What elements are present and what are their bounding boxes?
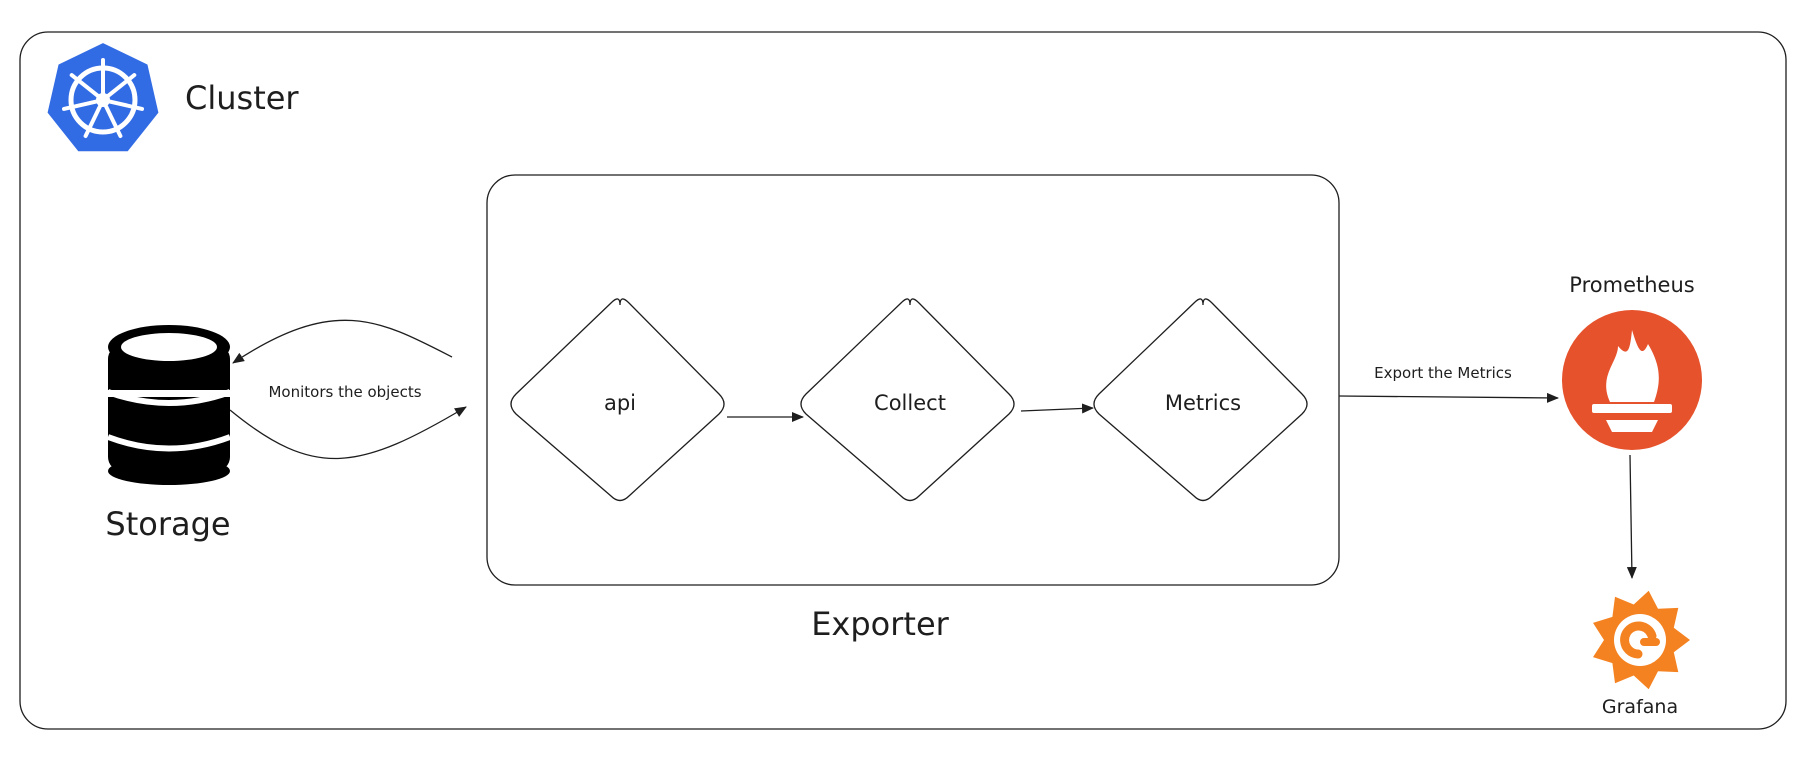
collect-to-metrics-arrow [1020, 403, 1094, 414]
cluster-label: Cluster [185, 79, 299, 117]
grafana-icon [1593, 590, 1690, 690]
export-arrow [1338, 392, 1559, 403]
database-icon [106, 325, 232, 485]
prometheus-to-grafana-arrow [1626, 454, 1637, 579]
step-api-label: api [604, 391, 636, 415]
storage-label: Storage [105, 505, 230, 543]
k8s-wheel-spoke [69, 73, 100, 98]
export-edge-label: Export the Metrics [1374, 364, 1512, 382]
exporter-boundary [486, 174, 1340, 586]
k8s-wheel-spoke [107, 99, 144, 111]
grafana-label: Grafana [1602, 696, 1678, 718]
prometheus-flame-icon [1562, 310, 1702, 450]
kubernetes-icon [45, 40, 161, 154]
prometheus-label: Prometheus [1569, 273, 1694, 297]
step-metrics-label: Metrics [1165, 391, 1241, 415]
k8s-wheel-spoke [106, 73, 137, 98]
monitor-arrow-forward [229, 406, 467, 460]
k8s-wheel-spoke [83, 104, 102, 138]
step-collect-label: Collect [874, 391, 946, 415]
k8s-wheel-spoke [104, 104, 123, 138]
monitor-edge-label: Monitors the objects [268, 383, 421, 401]
exporter-step-collect: Collect [800, 298, 1015, 502]
exporter-step-api: api [510, 298, 725, 502]
exporter-step-metrics: Metrics [1093, 298, 1308, 502]
cluster-boundary [19, 31, 1787, 730]
exporter-label: Exporter [811, 605, 949, 643]
k8s-wheel-spoke [62, 99, 99, 111]
monitor-arrow-back [232, 319, 453, 364]
